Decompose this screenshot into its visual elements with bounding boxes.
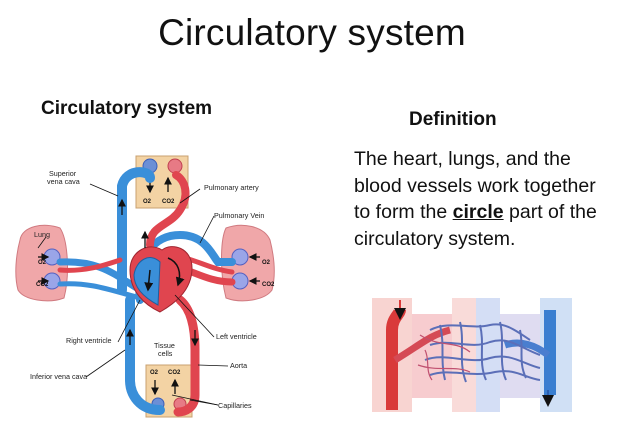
slide-title: Circulatory system (158, 12, 466, 53)
capillary-bed-illustration (372, 298, 572, 412)
heart (129, 246, 193, 313)
right-lung-co2: CO2 (262, 282, 275, 288)
label-superior-vena-cava-2: vena cava (47, 177, 80, 186)
oxygenated-vessels (57, 171, 236, 417)
label-aorta: Aorta (230, 361, 247, 370)
label-capillaries: Capillaries (218, 401, 252, 410)
label-lung: Lung (34, 230, 50, 239)
label-right-ventricle: Right ventricle (66, 336, 112, 345)
lower-co2-label: CO2 (168, 370, 181, 376)
upper-o2-label: O2 (143, 199, 152, 205)
definition-text-start: The heart, lungs, and the blood vessels … (354, 148, 596, 223)
diagram-heading: Circulatory system (41, 98, 213, 119)
lower-o2-label: O2 (150, 370, 159, 376)
label-left-ventricle: Left ventricle (216, 332, 257, 341)
leader-lines (37, 183, 229, 406)
definition-heading: Definition (409, 109, 497, 130)
definition-text: The heart, lungs, and the blood vessels … (354, 146, 616, 252)
definition-emphasis: circle (452, 201, 504, 223)
label-pulmonary-vein: Pulmonary Vein (214, 211, 264, 220)
label-tissue-cells-1: Tissue (154, 341, 175, 350)
left-lung-o2: O2 (38, 260, 47, 266)
label-tissue-cells-2: cells (158, 349, 173, 358)
right-lung-o2: O2 (262, 260, 271, 266)
flow-arrows (38, 198, 260, 347)
upper-co2-label: CO2 (162, 199, 175, 205)
left-lung-co2: CO2 (36, 282, 49, 288)
definition-text-end: part of the circulatory system. (354, 201, 597, 250)
label-superior-vena-cava-1: Superior (49, 169, 77, 178)
label-pulmonary-artery: Pulmonary artery (204, 183, 259, 192)
label-inferior-vena-cava: Inferior vena cava (30, 372, 87, 381)
